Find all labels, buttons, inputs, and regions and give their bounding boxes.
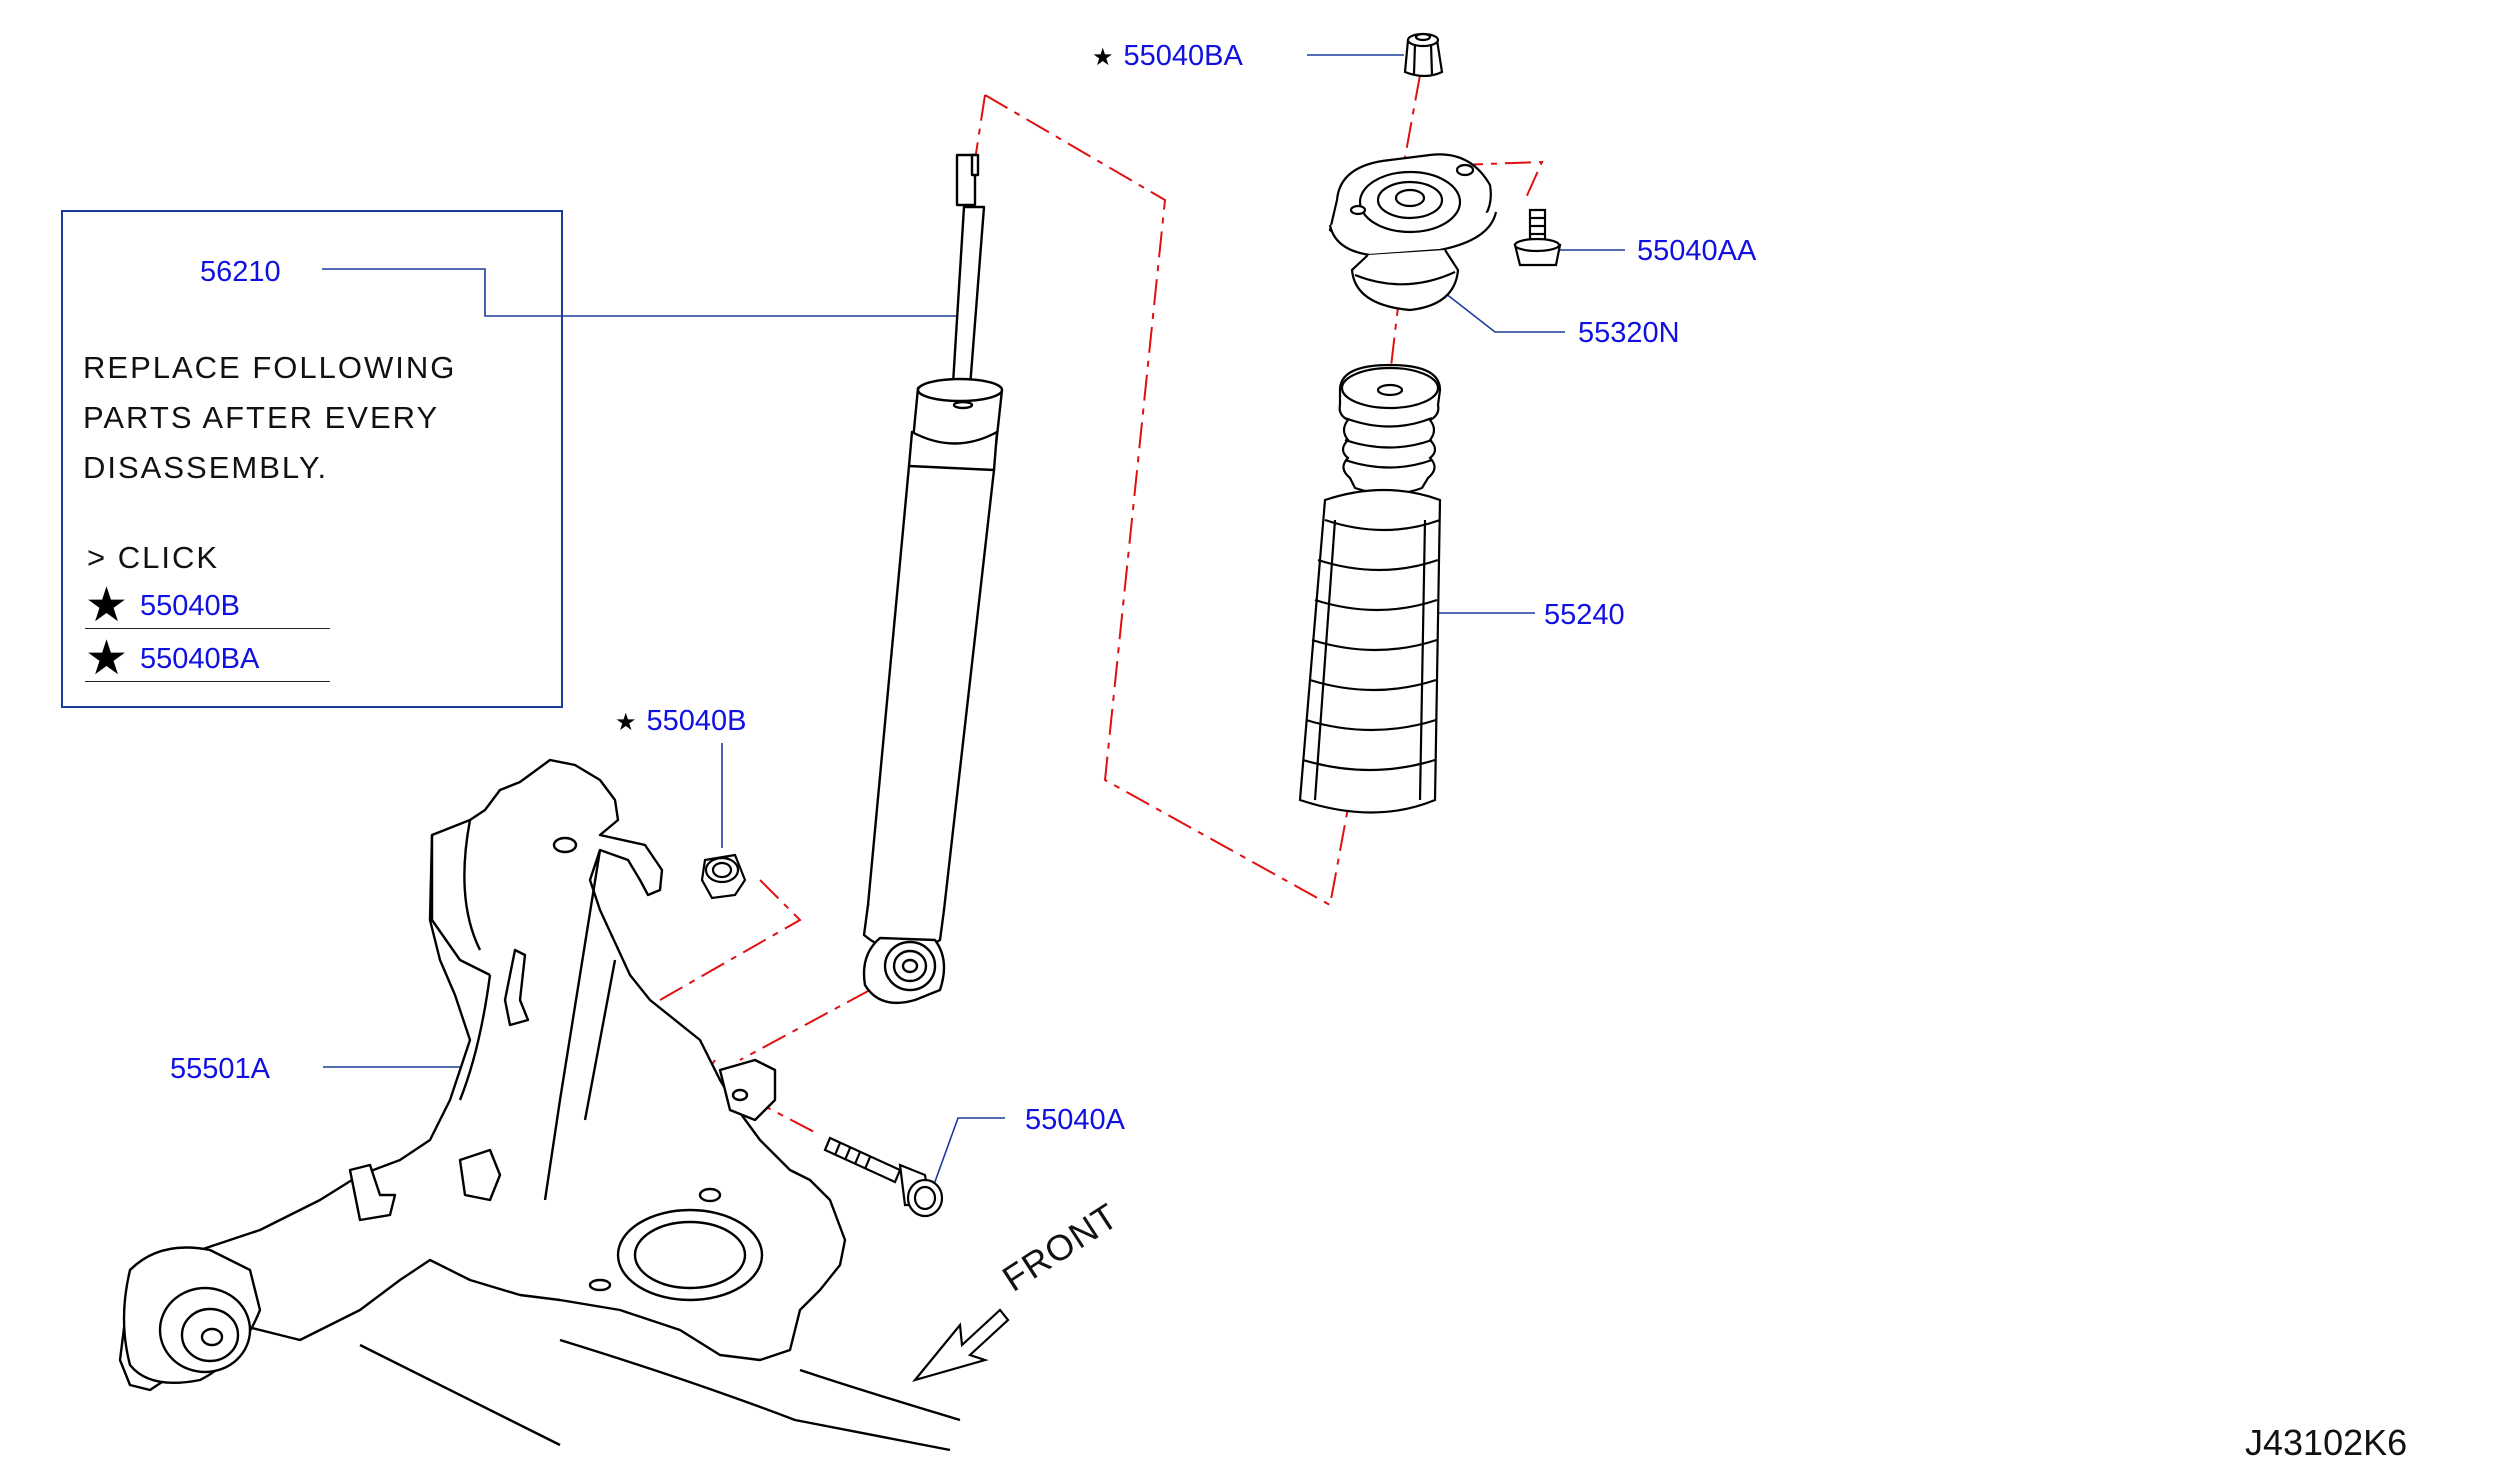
callout-56210[interactable]: 56210 — [200, 256, 281, 288]
star-icon: ★ — [1092, 44, 1114, 71]
note-link-55040BA[interactable]: ★ 55040BA — [85, 632, 330, 685]
strut-mount-drawing — [1328, 153, 1498, 312]
callout-55240[interactable]: 55240 — [1544, 599, 1625, 631]
callout-55040AA[interactable]: 55040AA — [1637, 235, 1757, 267]
note-click: > CLICK — [87, 540, 220, 575]
leader-lines — [322, 54, 1625, 1191]
note-link-label: 55040B — [140, 589, 241, 622]
lower-nut-drawing — [700, 853, 747, 900]
callout-55320N[interactable]: 55320N — [1578, 317, 1680, 349]
diagram-code: J43102K6 — [2245, 1422, 2408, 1463]
callout-55040BA[interactable]: ★55040BA — [1092, 40, 1243, 72]
note-link-55040B[interactable]: ★ 55040B — [85, 579, 330, 632]
callout-55040A[interactable]: 55040A — [1025, 1104, 1125, 1136]
note-line-1: REPLACE FOLLOWING — [83, 350, 457, 385]
note-line-3: DISASSEMBLY. — [83, 450, 329, 485]
top-bolt-drawing — [1513, 208, 1562, 267]
front-arrow-icon — [911, 1308, 1010, 1383]
bound-bumper-drawing — [1298, 363, 1442, 814]
shock-absorber-drawing — [862, 153, 1004, 1005]
star-icon: ★ — [615, 709, 637, 736]
replacement-note-box: 56210 REPLACE FOLLOWING PARTS AFTER EVER… — [61, 210, 563, 708]
callout-55040B[interactable]: ★55040B — [615, 705, 747, 737]
star-icon: ★ — [85, 579, 129, 632]
note-line-2: PARTS AFTER EVERY — [83, 400, 440, 435]
callout-55501A[interactable]: 55501A — [170, 1053, 270, 1085]
top-nut-drawing — [1403, 32, 1444, 78]
lower-bolt-drawing — [823, 1136, 944, 1218]
star-icon: ★ — [85, 632, 129, 685]
suspension-member-drawing — [118, 758, 961, 1452]
note-link-label: 55040BA — [140, 642, 260, 675]
